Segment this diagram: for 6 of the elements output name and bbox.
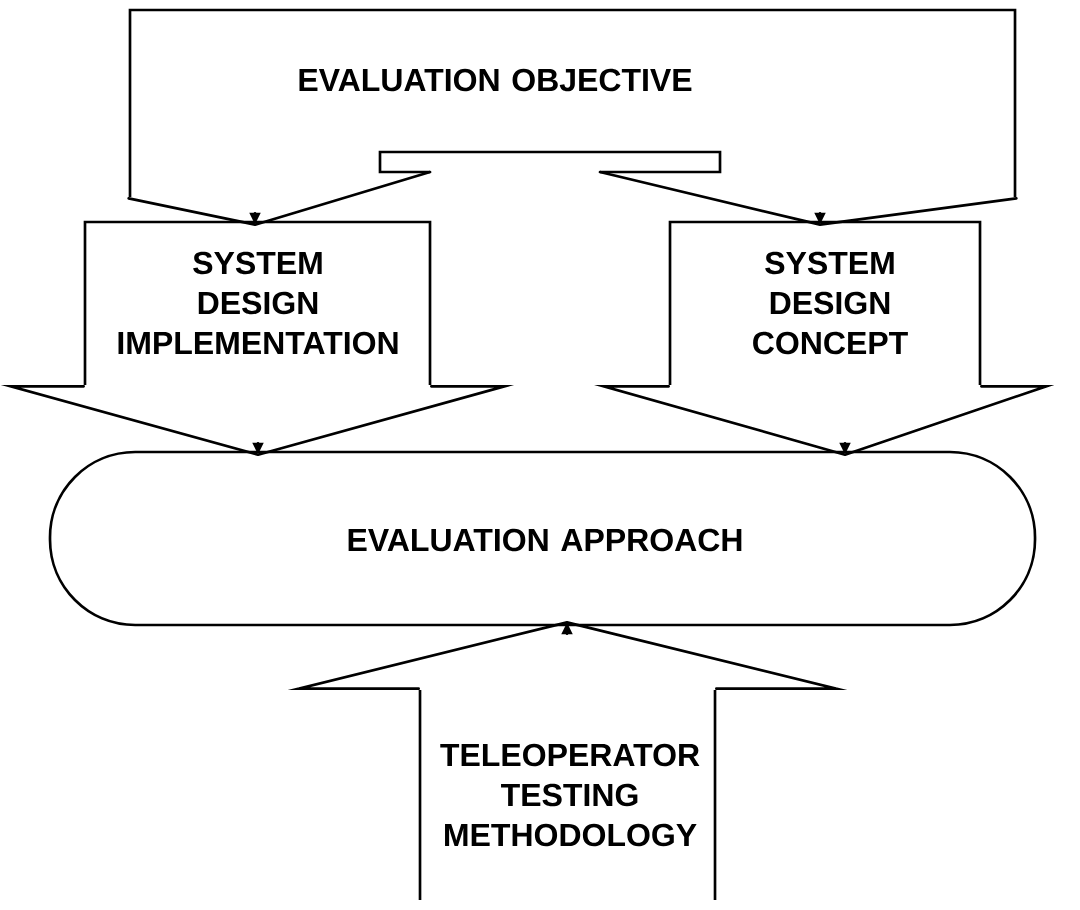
rounded-box: EVALUATION APPROACH xyxy=(48,450,1037,627)
banner-box: EVALUATION OBJECTIVE xyxy=(128,8,1017,197)
arrow xyxy=(594,385,1055,456)
arrow xyxy=(0,385,515,456)
arrow xyxy=(127,170,432,226)
arrow xyxy=(598,170,1018,226)
